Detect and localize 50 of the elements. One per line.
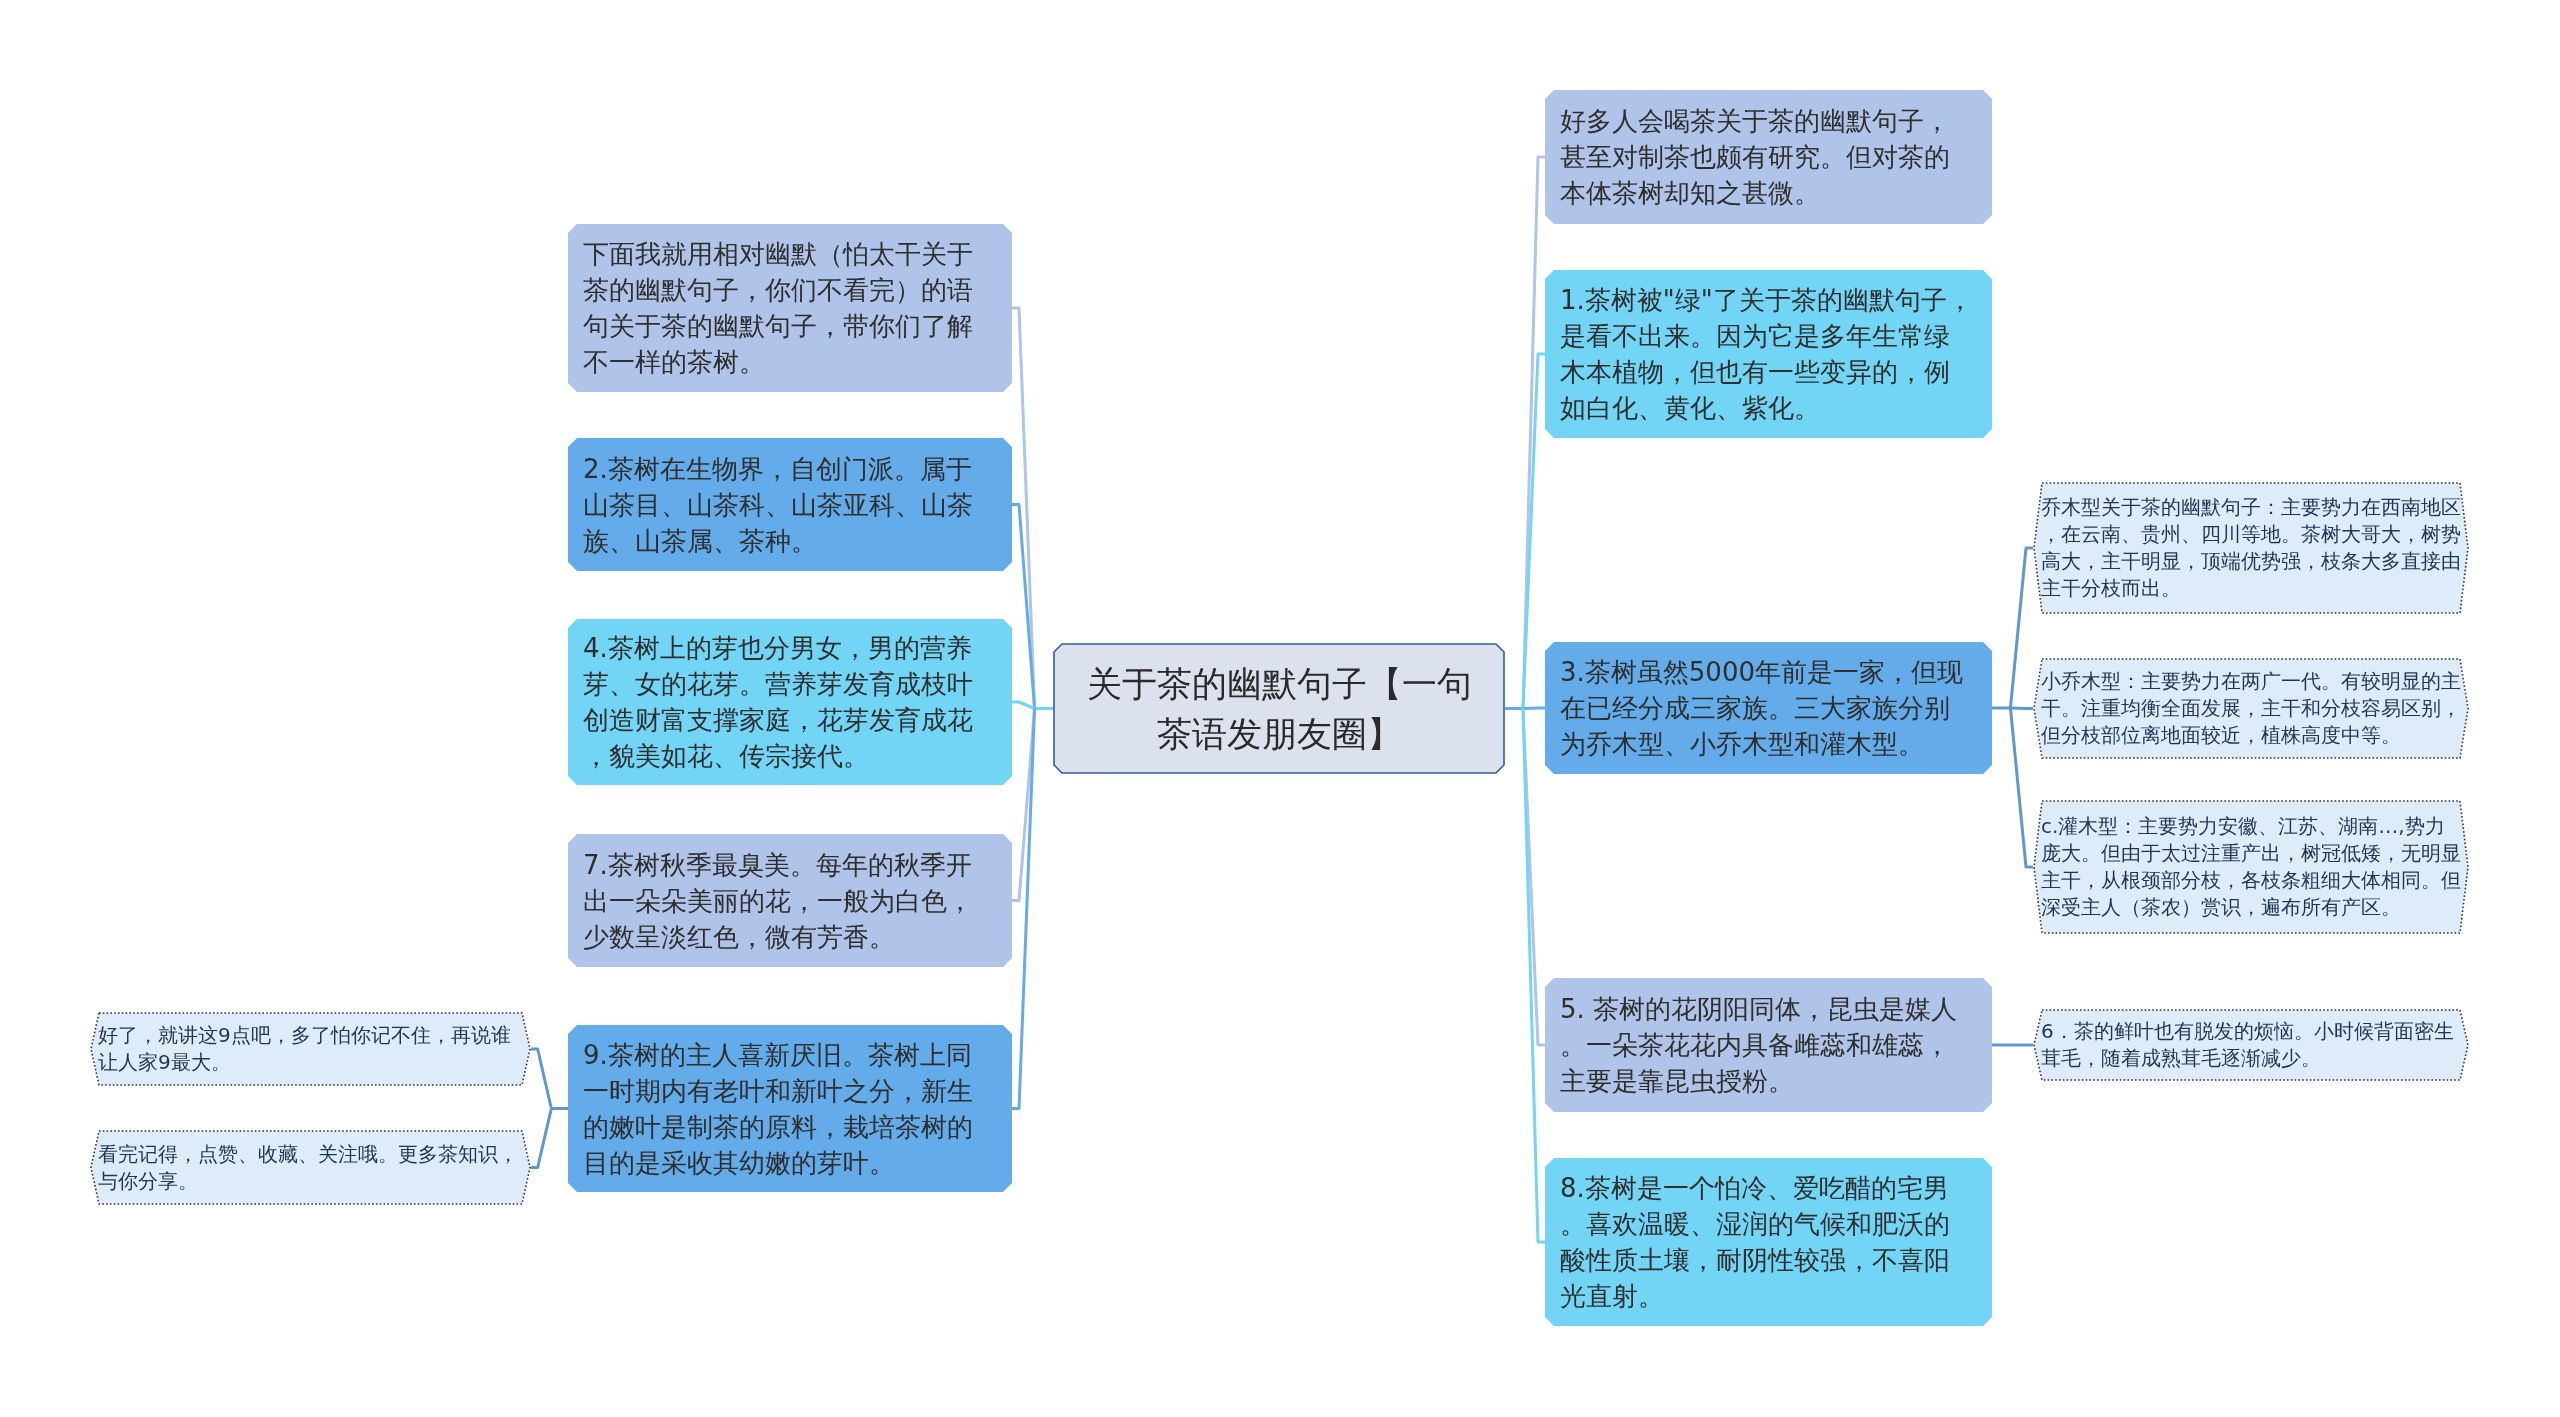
note-box [90,1012,531,1086]
topic-text: 好多人会喝茶关于茶的幽默句子，甚至对制茶也颇有研究。但对茶的本体茶树却知之甚微。 [1560,105,1951,210]
topic-text: 下面我就用相对幽默（怕太干关于茶的幽默句子，你们不看完）的语句关于茶的幽默句子，带你们了解不一样的茶树。 [583,238,974,379]
topic-box [568,1025,1012,1192]
note-box [90,1130,531,1205]
connector-line [1521,352,1545,709]
connector-line [1522,706,1545,710]
note-box [2033,800,2469,934]
topic-text: 9.茶树的主人喜新厌旧。茶树上同一时期内有老叶和新叶之分，新生的嫩叶是制茶的原料，栽培茶树的目的是采收其幼嫩的芽叶。 [583,1038,974,1180]
connector-line [1012,708,1037,1110]
note-box [2033,1009,2469,1081]
central-topic-box [1053,643,1505,774]
topic-box [1545,90,1992,224]
topic-box [568,834,1012,967]
connector-line [1992,706,2011,710]
topic-box [1545,642,1992,774]
connector-line [2008,707,2033,869]
topic-text: 3.茶树虽然5000年前是一家，但现在已经分成三家族。三大家族分别为乔木型、小乔木型和灌木型。 [1560,656,1964,761]
note-text: 看完记得，点赞、收藏、关注哦。更多茶知识，与你分享。 [98,1140,519,1195]
connector-line [1034,707,1053,710]
note-box [2033,658,2469,759]
topic-text: 关于茶的幽默句子【一句茶语发朋友圈】 [1085,662,1473,756]
topic-box [1545,1158,1992,1326]
connector-line [1012,503,1037,709]
connector-line [531,1047,553,1109]
connector-line [1992,1043,2033,1047]
connector-line [2008,546,2033,709]
topic-text: 5. 茶树的花阴阳同体，昆虫是媒人。一朵茶花花内具备雌蕊和雄蕊，主要是靠昆虫授粉。 [1560,993,1959,1098]
topic-text: 8.茶树是一个怕冷、爱吃醋的宅男。喜欢温暖、湿润的气候和肥沃的酸性质土壤，耐阴性较强，不喜阳光直射。 [1560,1172,1951,1313]
topic-text: 4.茶树上的芽也分男女，男的营养芽、女的花芽。营养芽发育成枝叶创造财富支撑家庭，花芽发育成花，貌美如花、传宗接代。 [583,632,974,773]
connector-line [1012,700,1036,710]
topic-box [568,438,1012,571]
connector-line [1521,708,1545,1244]
note-text: 6．茶的鲜叶也有脱发的烦恼。小时候背面密生茸毛，随着成熟茸毛逐渐减少。 [2041,1018,2455,1072]
note-text: 好了，就讲这9点吧，多了怕你记不住，再说谁让人家9最大。 [98,1022,512,1076]
topic-box [568,224,1012,392]
topic-text: 1.茶树被"绿"了关于茶的幽默句子，是看不出来。因为它是多年生常绿木本植物，但也有一些变异的，例如白化、黄化、紫化。 [1560,284,1974,425]
topic-box [1545,270,1992,438]
connector-line [551,1107,568,1110]
note-text: 乔木型关于茶的幽默句子：主要势力在西南地区，在云南、贵州、四川等地。茶树大哥大，树势高大，主干明显，顶端优势强，枝条大多直接由主干分枝而出。 [2041,494,2462,602]
note-box [2033,482,2469,614]
note-text: c.灌木型：主要势力安徽、江苏、湖南…,势力庞大。但由于太过注重产出，树冠低矮，无明显主干，从根颈部分枝，各枝条粗细大体相同。但深受主人（茶农）赏识，遍布所有产区。 [2041,813,2462,921]
connector-line [2010,706,2033,710]
topic-box [568,619,1012,785]
topic-text: 2.茶树在生物界，自创门派。属于山茶目、山茶科、山茶亚科、山茶族、山茶属、茶种。 [583,452,974,558]
topic-text: 7.茶树秋季最臭美。每年的秋季开出一朵朵美丽的花，一般为白色，少数呈淡红色，微有芳香。 [583,848,974,954]
note-text: 小乔木型：主要势力在两广一代。有较明显的主干。注重均衡全面发展，主干和分枝容易区别，但分枝部位离地面较近，植株高度中等。 [2041,668,2462,749]
connector-line [531,1108,553,1169]
connector-line [1505,707,1523,710]
topic-box [1545,978,1992,1112]
